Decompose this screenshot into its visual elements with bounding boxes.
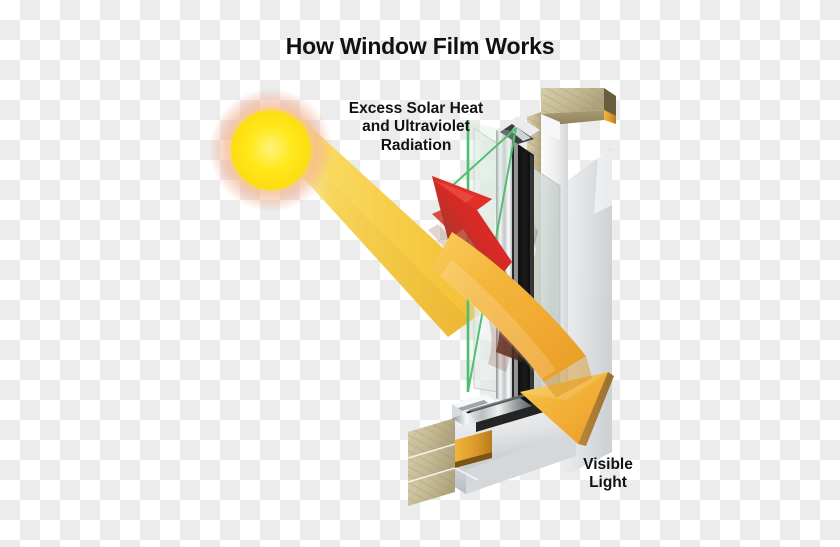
wall-header-block <box>541 88 616 140</box>
page-title: How Window Film Works <box>285 33 555 59</box>
label-visible-light: Visible Light <box>583 456 633 492</box>
orange-visible-light-arrow-icon <box>432 232 614 446</box>
sill-cavity-gold <box>455 430 492 462</box>
arrow-head <box>520 372 608 444</box>
sun-icon <box>209 88 333 212</box>
window-sill-assembly <box>407 394 576 506</box>
label-excess-solar-heat: Excess Solar Heat and Ultraviolet Radiat… <box>348 100 484 154</box>
